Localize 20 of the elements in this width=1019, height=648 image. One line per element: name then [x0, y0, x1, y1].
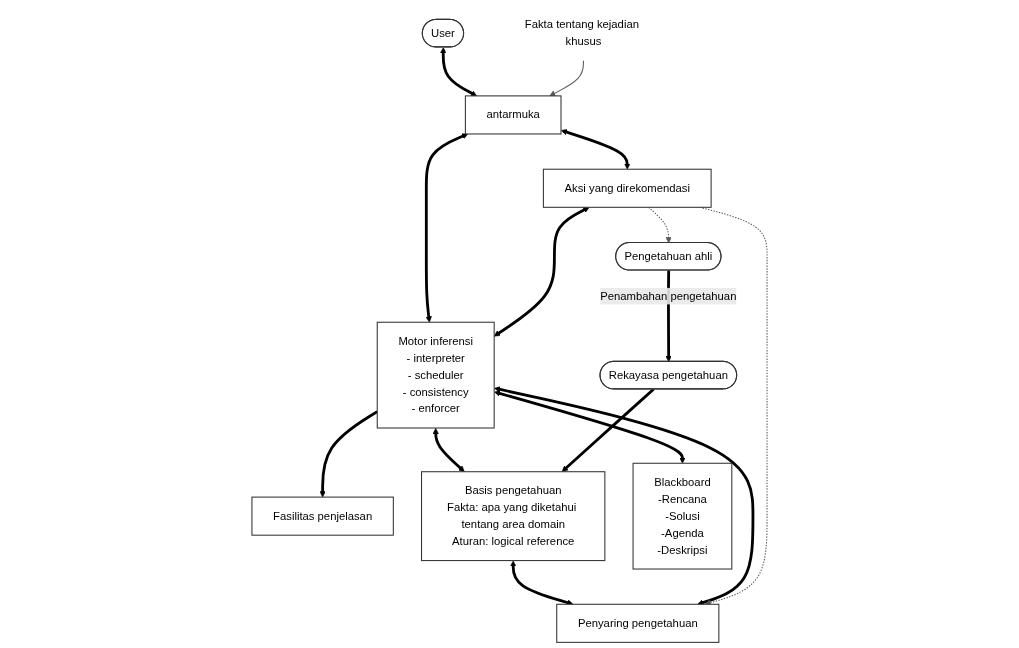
arrow	[549, 60, 584, 97]
arrow	[510, 560, 574, 606]
node-box: Penyaring pengetahuan	[556, 603, 720, 643]
arrow	[494, 390, 686, 464]
arrow	[424, 133, 469, 323]
arrow	[494, 386, 755, 606]
node-text: Fakta tentang kejadian khusus	[524, 18, 639, 48]
arrow	[440, 47, 477, 97]
arrow	[648, 206, 672, 244]
node-box: Fasilitas penjelasan	[251, 496, 394, 536]
arrow	[432, 428, 465, 472]
arrow	[319, 410, 378, 498]
edge-label: Penambahan pengetahuan	[600, 289, 737, 302]
arrow	[561, 388, 655, 472]
node-box: Motor inferensi - interpreter - scheduler - consistency - enforcer	[376, 321, 495, 429]
node-box: Aksi yang direkomendasi	[542, 168, 712, 208]
node-box: antarmuka	[464, 95, 562, 135]
node-box: Basis pengetahuan Fakta: apa yang diketahui tentang area domain Aturan: logical reference	[421, 471, 606, 562]
node-box: Blackboard -Rencana -Solusi -Agenda -Deskripsi	[632, 462, 733, 570]
arrow	[561, 129, 631, 170]
